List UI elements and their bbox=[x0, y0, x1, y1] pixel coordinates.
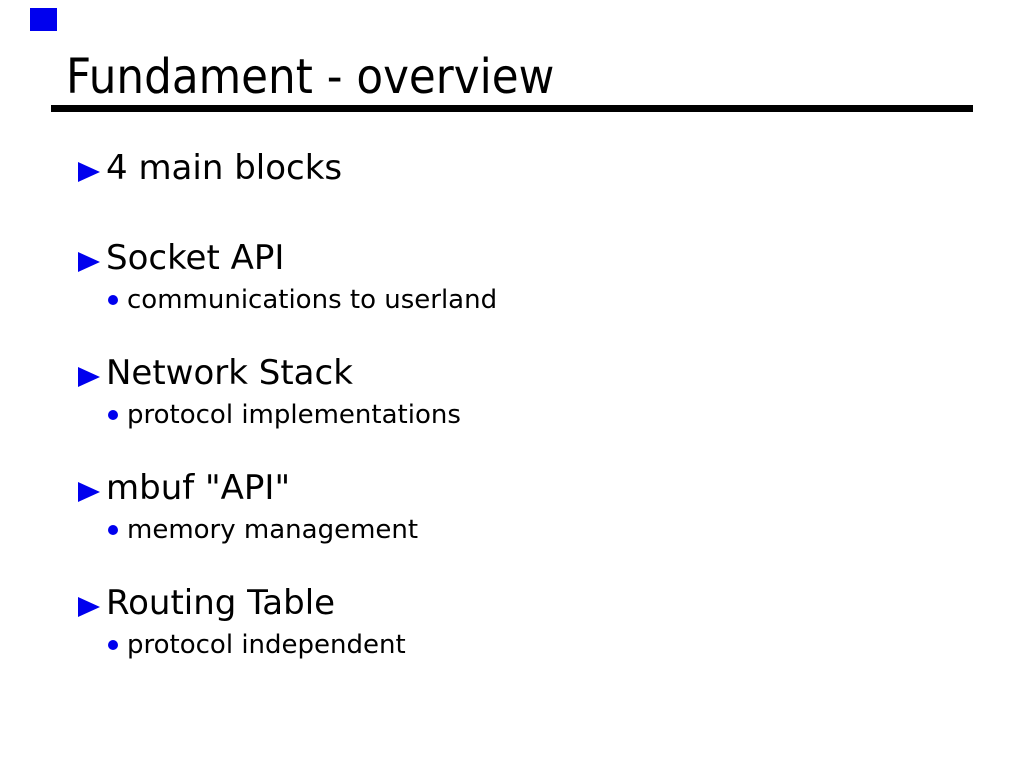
triangle-bullet-icon bbox=[78, 366, 100, 387]
bullet-item: Routing Table bbox=[78, 581, 978, 626]
triangle-bullet-icon bbox=[78, 481, 100, 502]
bullet-item-label: Network Stack bbox=[106, 353, 353, 393]
bullet-item-label: Routing Table bbox=[106, 583, 336, 623]
bullet-group: Routing Table protocol independent bbox=[78, 581, 978, 664]
dot-bullet-icon bbox=[108, 525, 118, 535]
sub-bullet-item: memory management bbox=[108, 511, 978, 549]
bullet-item: 4 main blocks bbox=[78, 146, 978, 191]
sub-bullet-item: protocol implementations bbox=[108, 396, 978, 434]
slide-title: Fundament - overview bbox=[66, 49, 555, 105]
sub-bullet-label: protocol independent bbox=[127, 630, 406, 660]
triangle-bullet-icon bbox=[78, 596, 100, 617]
bullet-item-label: mbuf "API" bbox=[106, 468, 291, 508]
sub-bullet-label: memory management bbox=[127, 515, 419, 545]
bullet-item: Network Stack bbox=[78, 351, 978, 396]
sub-bullet-label: communications to userland bbox=[127, 285, 498, 315]
bullet-list: 4 main blocks Socket API communications … bbox=[78, 146, 978, 664]
bullet-item-label: Socket API bbox=[106, 238, 285, 278]
bullet-item: mbuf "API" bbox=[78, 466, 978, 511]
bullet-item-label: 4 main blocks bbox=[106, 148, 343, 188]
bullet-group: 4 main blocks bbox=[78, 146, 978, 191]
bullet-group: mbuf "API" memory management bbox=[78, 466, 978, 549]
bullet-item: Socket API bbox=[78, 236, 978, 281]
sub-bullet-item: communications to userland bbox=[108, 281, 978, 319]
bullet-group: Network Stack protocol implementations bbox=[78, 351, 978, 434]
slide-logo-square bbox=[30, 8, 57, 31]
dot-bullet-icon bbox=[108, 410, 118, 420]
bullet-group: Socket API communications to userland bbox=[78, 236, 978, 319]
sub-bullet-label: protocol implementations bbox=[127, 400, 461, 430]
sub-bullet-item: protocol independent bbox=[108, 626, 978, 664]
triangle-bullet-icon bbox=[78, 251, 100, 272]
title-underline bbox=[51, 105, 973, 112]
triangle-bullet-icon bbox=[78, 161, 100, 182]
dot-bullet-icon bbox=[108, 640, 118, 650]
dot-bullet-icon bbox=[108, 295, 118, 305]
